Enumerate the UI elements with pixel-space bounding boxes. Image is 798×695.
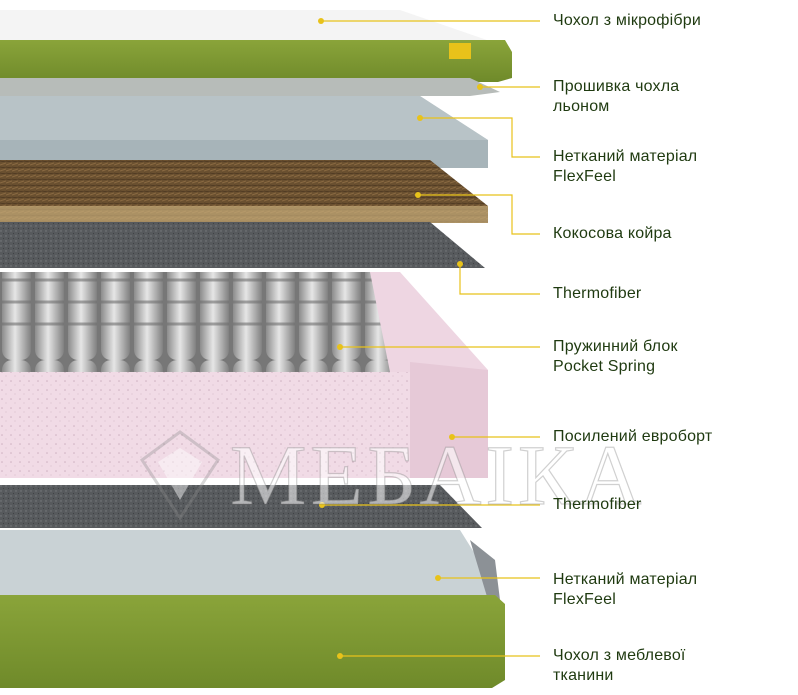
label-line: Прошивка чохла bbox=[553, 78, 680, 95]
coconut-coir-layer bbox=[0, 160, 488, 223]
stitching-layer bbox=[0, 78, 500, 96]
label-line: FlexFeel bbox=[553, 168, 616, 185]
thermofiber-bottom-layer bbox=[0, 485, 482, 528]
label-line: Чохол з мікрофібри bbox=[553, 12, 701, 29]
marker-dot bbox=[415, 192, 421, 198]
label-thermofiber-bottom: Thermofiber bbox=[553, 495, 641, 515]
marker-dot bbox=[337, 344, 343, 350]
label-spring: Пружинний блок Pocket Spring bbox=[553, 337, 678, 377]
label-line: Нетканий матеріал bbox=[553, 148, 698, 165]
label-coconut: Кокосова койра bbox=[553, 224, 672, 244]
label-line: Посилений евроборт bbox=[553, 428, 713, 445]
marker-dot bbox=[449, 434, 455, 440]
brand-tag bbox=[449, 43, 471, 59]
label-microfiber: Чохол з мікрофібри bbox=[553, 11, 701, 31]
label-stitching: Прошивка чохла льоном bbox=[553, 77, 679, 117]
label-line: Thermofiber bbox=[553, 496, 642, 513]
label-line: Thermofiber bbox=[553, 285, 642, 302]
callout-lines bbox=[321, 20, 540, 657]
marker-dot bbox=[457, 261, 463, 267]
marker-dot bbox=[417, 115, 423, 121]
furniture-cover-layer bbox=[0, 595, 505, 688]
callout-coconut bbox=[418, 194, 540, 235]
label-line: Нетканий матеріал bbox=[553, 571, 698, 588]
label-furniture-cover: Чохол з меблевої тканини bbox=[553, 646, 686, 686]
microfiber-cover-layer bbox=[0, 10, 512, 82]
label-flexfeel-top: Нетканий матеріал FlexFeel bbox=[553, 147, 697, 187]
label-line: Pocket Spring bbox=[553, 358, 656, 375]
label-euroboard: Посилений евроборт bbox=[553, 427, 712, 447]
label-line: FlexFeel bbox=[553, 591, 616, 608]
callout-thermofiber-top bbox=[459, 264, 540, 295]
label-thermofiber-top: Thermofiber bbox=[553, 284, 641, 304]
euroboard-layer bbox=[0, 272, 488, 478]
label-line: тканини bbox=[553, 667, 614, 684]
flexfeel-bottom-layer bbox=[0, 530, 500, 600]
marker-dot bbox=[318, 18, 324, 24]
marker-dot bbox=[337, 653, 343, 659]
marker-dot bbox=[477, 84, 483, 90]
thermofiber-top-layer bbox=[0, 222, 485, 268]
label-flexfeel-bottom: Нетканий матеріал FlexFeel bbox=[553, 570, 697, 610]
label-line: Пружинний блок bbox=[553, 338, 678, 355]
callout-flexfeel-top bbox=[420, 117, 540, 158]
marker-dot bbox=[435, 575, 441, 581]
label-line: Кокосова койра bbox=[553, 225, 672, 242]
label-line: льоном bbox=[553, 98, 610, 115]
spring-block-layer bbox=[0, 272, 395, 382]
marker-dot bbox=[319, 502, 325, 508]
label-line: Чохол з меблевої bbox=[553, 647, 686, 664]
flexfeel-top-layer bbox=[0, 96, 488, 168]
